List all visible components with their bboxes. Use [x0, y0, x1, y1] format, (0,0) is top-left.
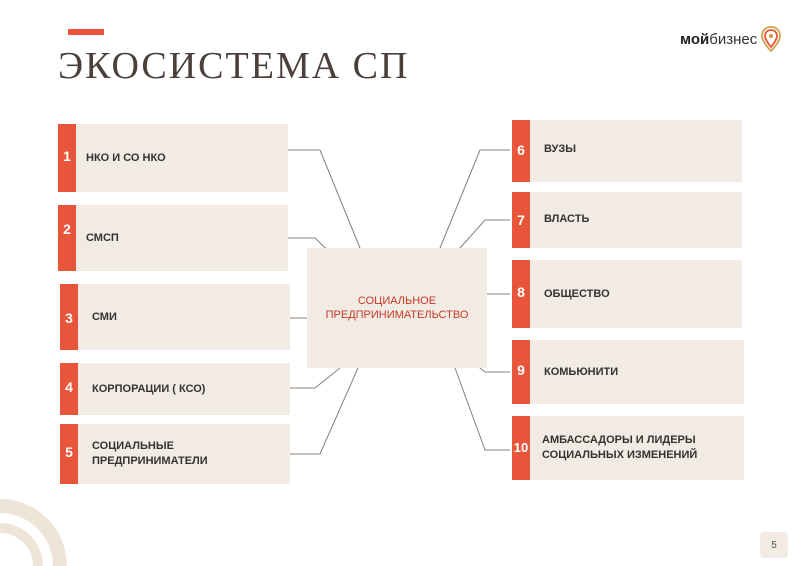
node-2: 2 СМСП [58, 205, 288, 271]
node-label: КОМЬЮНИТИ [544, 365, 619, 378]
connector-6 [439, 149, 510, 249]
node-1: 1 НКО И СО НКО [58, 124, 288, 192]
node-4: 4 КОРПОРАЦИИ ( КСО) [60, 363, 290, 415]
connector-10 [454, 367, 510, 451]
node-label: СОЦИАЛЬНЫЕ ПРЕДПРИНИМАТЕЛИ [92, 440, 208, 467]
connector-7 [459, 219, 510, 249]
node-number: 2 [58, 205, 76, 271]
connector-5 [290, 367, 359, 455]
logo-text: мойбизнес [680, 30, 758, 48]
connector-4 [290, 367, 341, 389]
node-7: 7 ВЛАСТЬ [512, 192, 742, 248]
brand-logo: мойбизнес [680, 24, 782, 54]
center-node-label: СОЦИАЛЬНОЕ ПРЕДПРИНИМАТЕЛЬСТВО [325, 295, 469, 321]
node-number: 1 [58, 124, 76, 192]
node-8: 8 ОБЩЕСТВО [512, 260, 742, 328]
node-10: 10 АМБАССАДОРЫ И ЛИДЕРЫ СОЦИАЛЬНЫХ ИЗМЕН… [512, 416, 744, 480]
node-label: ВЛАСТЬ [544, 213, 590, 225]
node-number: 6 [512, 120, 530, 182]
title-accent-bar [68, 29, 104, 35]
center-node: СОЦИАЛЬНОЕ ПРЕДПРИНИМАТЕЛЬСТВО [307, 248, 487, 368]
page-number: 5 [760, 532, 788, 558]
node-label: СМСП [86, 231, 119, 244]
page-title: ЭКОСИСТЕМА СП [58, 45, 410, 87]
node-label: АМБАССАДОРЫ И ЛИДЕРЫ СОЦИАЛЬНЫХ ИЗМЕНЕНИ… [542, 434, 698, 461]
location-pin-icon [761, 26, 782, 52]
node-number: 9 [512, 340, 530, 404]
node-label: ВУЗЫ [544, 143, 577, 155]
node-5: 5 СОЦИАЛЬНЫЕ ПРЕДПРИНИМАТЕЛИ [60, 424, 290, 484]
connector-1 [288, 149, 361, 249]
node-number: 4 [60, 363, 78, 415]
node-label: КОРПОРАЦИИ ( КСО) [92, 382, 206, 395]
node-number: 5 [60, 424, 78, 484]
node-label: НКО И СО НКО [86, 151, 166, 164]
node-number: 3 [60, 284, 78, 350]
node-label: СМИ [92, 310, 117, 323]
node-6: 6 ВУЗЫ [512, 120, 742, 182]
node-3: 3 СМИ [60, 284, 290, 350]
node-number: 7 [512, 192, 530, 248]
node-9: 9 КОМЬЮНИТИ [512, 340, 744, 404]
node-label: ОБЩЕСТВО [544, 287, 610, 300]
node-number: 10 [512, 416, 530, 480]
node-number: 8 [512, 260, 530, 328]
